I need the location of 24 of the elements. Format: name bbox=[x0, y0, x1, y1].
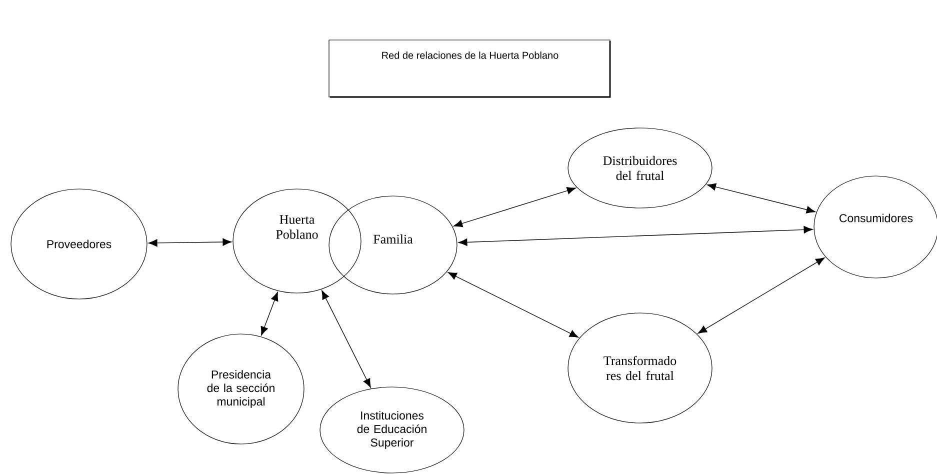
node-label: Familia bbox=[374, 234, 413, 244]
node-label: Transformado res del frutal bbox=[604, 356, 676, 380]
ellipse-node bbox=[232, 188, 362, 294]
title-box: Red de relaciones de la Huerta Poblano bbox=[328, 40, 611, 98]
node-label: Presidencia de la sección municipal bbox=[207, 370, 274, 408]
ellipse-node bbox=[178, 334, 304, 444]
node-label: Consumidores bbox=[840, 214, 913, 222]
node-label: Distribuidores del frutal bbox=[603, 156, 677, 180]
arrow bbox=[448, 272, 579, 338]
node-label: Proveedores bbox=[47, 240, 112, 248]
ellipse-node bbox=[328, 196, 458, 294]
ellipse-node bbox=[568, 128, 712, 208]
arrow bbox=[706, 183, 816, 214]
arrow bbox=[148, 238, 232, 247]
arrow bbox=[458, 226, 813, 246]
ellipse-node bbox=[10, 188, 148, 300]
arrow bbox=[454, 186, 576, 228]
arrow bbox=[260, 292, 278, 336]
node-label: Huerta Poblano bbox=[276, 215, 318, 239]
arrow bbox=[322, 290, 371, 388]
node-label: Instituciones de Educación Superior bbox=[357, 411, 426, 449]
arrow bbox=[698, 257, 825, 334]
ellipse-node bbox=[568, 312, 712, 424]
ellipse-node bbox=[320, 386, 464, 474]
